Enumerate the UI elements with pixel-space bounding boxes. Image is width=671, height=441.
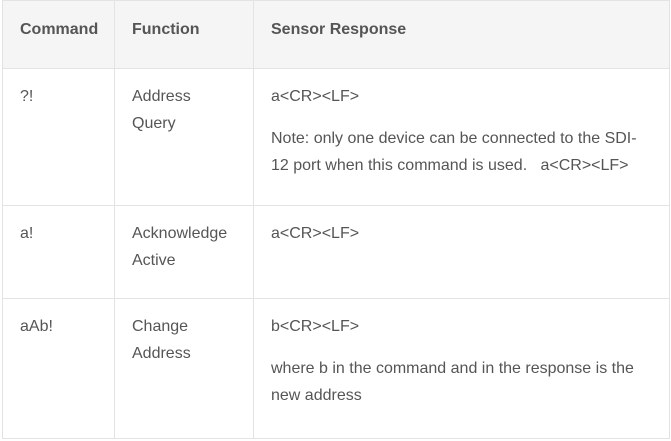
response-cell: a<CR><LF> xyxy=(253,205,670,299)
header-command: Command xyxy=(2,0,115,69)
response-text: a<CR><LF> xyxy=(271,225,360,242)
header-sensor-response: Sensor Response xyxy=(253,0,670,69)
response-cell: b<CR><LF> where b in the command and in … xyxy=(253,298,670,439)
response-note: Note: only one device can be connected t… xyxy=(271,130,637,174)
header-function: Function xyxy=(114,0,254,69)
function-cell: Change Address xyxy=(114,298,254,439)
function-cell: Address Query xyxy=(114,68,254,206)
command-cell: aAb! xyxy=(2,298,115,439)
table-row: a! Acknowledge Active a<CR><LF> xyxy=(2,205,670,299)
table-row: aAb! Change Address b<CR><LF> where b in… xyxy=(2,298,670,439)
command-cell: ?! xyxy=(2,68,115,206)
response-text: b<CR><LF> xyxy=(271,318,360,335)
function-cell: Acknowledge Active xyxy=(114,205,254,299)
response-note: where b in the command and in the respon… xyxy=(271,360,634,404)
command-cell: a! xyxy=(2,205,115,299)
response-cell: a<CR><LF> Note: only one device can be c… xyxy=(253,68,670,206)
response-text: a<CR><LF> xyxy=(271,88,360,105)
table-row: ?! Address Query a<CR><LF> Note: only on… xyxy=(2,68,670,206)
table-header-row: Command Function Sensor Response xyxy=(2,0,670,69)
